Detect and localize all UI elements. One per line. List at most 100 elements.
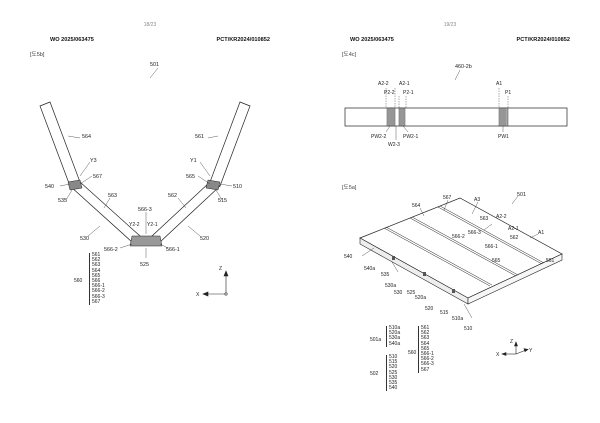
- label-p1: P1: [505, 90, 511, 96]
- label-540a: 540a: [364, 266, 375, 272]
- label-563-5a: 563: [480, 216, 489, 222]
- label-y2-1: Y2-1: [147, 222, 158, 228]
- label-y2-2: Y2-2: [129, 222, 140, 228]
- label-565: 565: [186, 174, 195, 180]
- label-520a: 520a: [415, 295, 426, 301]
- reference-numeral: 566-3: [92, 293, 105, 300]
- reference-numeral: 563: [421, 335, 430, 342]
- label-563: 563: [108, 193, 117, 199]
- label-460-2b: 460-2b: [455, 64, 472, 70]
- label-566-2-5a: 566-2: [452, 234, 465, 240]
- label-562-5a: 562: [510, 235, 519, 241]
- label-p2-2: P2-2: [384, 90, 395, 96]
- label-a1: A1: [496, 81, 502, 87]
- label-567-5a: 567: [443, 195, 452, 201]
- label-a2-2: A2-2: [378, 81, 389, 87]
- application-number: PCT/KR2024/010852: [216, 37, 271, 43]
- label-530: 530: [80, 236, 89, 242]
- label-a3: A3: [474, 197, 480, 203]
- reference-numeral: 535: [389, 380, 398, 387]
- reference-numeral: 566-2: [421, 356, 434, 363]
- legend-prefix-501a: 501a: [370, 337, 382, 343]
- reference-numeral: 520: [389, 364, 398, 371]
- reference-numeral: 540: [389, 385, 398, 392]
- reference-numeral: 510a: [389, 325, 401, 331]
- label-510-5a: 510: [464, 326, 473, 332]
- label-a1-5a: A1: [538, 230, 544, 236]
- reference-numeral: 564: [92, 267, 101, 274]
- publication-number: WO 2025/063475: [50, 37, 94, 43]
- label-pw1: PW1: [498, 134, 509, 140]
- label-540: 540: [45, 184, 54, 190]
- page-number: 19/23: [443, 22, 457, 28]
- reference-numeral: 566-2: [92, 288, 105, 295]
- reference-numeral: 564: [421, 340, 430, 347]
- label-530-5a: 530: [394, 290, 403, 296]
- label-y3: Y3: [90, 158, 97, 164]
- publication-number: WO 2025/063475: [350, 37, 394, 43]
- reference-numeral: 561: [92, 252, 101, 258]
- reference-numeral: 567: [92, 298, 101, 305]
- label-564-5a: 564: [412, 203, 421, 209]
- label-501-5a: 501: [517, 192, 526, 198]
- label-pw2-1: PW2-1: [403, 134, 419, 140]
- label-y1: Y1: [190, 158, 197, 164]
- label-566-2: 566-2: [104, 247, 118, 253]
- reference-numeral: 565: [92, 272, 101, 279]
- label-520: 520: [200, 236, 209, 242]
- label-510: 510: [233, 184, 242, 190]
- label-w2-3: W2-3: [388, 142, 400, 148]
- label-501: 501: [150, 62, 159, 68]
- reference-numeral: 510: [389, 354, 398, 360]
- figure-4c-label: [도4c]: [342, 52, 357, 58]
- label-561-5a: 561: [546, 258, 555, 264]
- reference-numeral: 515: [389, 359, 398, 366]
- label-p2-1: P2-1: [403, 90, 414, 96]
- reference-numeral: 530: [389, 374, 398, 381]
- label-535-5a: 535: [381, 272, 390, 278]
- label-a2-1: A2-1: [399, 81, 410, 87]
- label-530a: 530a: [385, 283, 396, 289]
- label-515-5a: 515: [440, 310, 449, 316]
- reference-numeral: 566-3: [421, 361, 434, 368]
- reference-numeral: 520a: [389, 330, 401, 337]
- page-number: 18/23: [143, 22, 157, 28]
- axis-y-5a: Y: [529, 348, 533, 354]
- label-564: 564: [82, 134, 91, 140]
- label-566-1-5a: 566-1: [485, 244, 498, 250]
- label-562: 562: [168, 193, 177, 199]
- label-a2-2-5a: A2-2: [496, 214, 507, 220]
- label-566-1: 566-1: [166, 247, 180, 253]
- reference-numeral: 567: [421, 366, 430, 373]
- reference-numeral: 566: [92, 278, 101, 285]
- label-520-5a: 520: [425, 306, 434, 312]
- figures-4c-5a-drawing: 460-2b A2-2 A2-1 P2-2 P2-1 A1 P1 PW2-2 P…: [344, 64, 568, 358]
- label-pw2-2: PW2-2: [371, 134, 387, 140]
- axis-x: X: [196, 292, 200, 298]
- label-566-3: 566-3: [138, 207, 152, 213]
- reference-numeral: 562: [421, 330, 430, 337]
- figure-5a-label: [도5a]: [342, 185, 357, 191]
- figure-5b-drawing: 501 564 561 Y3 Y1 567 565 540 510 535 51…: [39, 62, 251, 298]
- label-a2-1-5a: A2-1: [508, 226, 519, 232]
- reference-numeral: 540a: [389, 340, 401, 347]
- reference-numeral: 562: [92, 257, 101, 264]
- reference-numeral: 565: [421, 345, 430, 352]
- figure-label: [도5b]: [30, 52, 45, 58]
- label-535: 535: [58, 198, 67, 204]
- right-drawing-page: 19/23 WO 2025/063475 PCT/KR2024/010852 […: [300, 0, 600, 423]
- application-number: PCT/KR2024/010852: [516, 37, 571, 43]
- label-566-3-5a: 566-3: [468, 230, 481, 236]
- reference-numeral: 563: [92, 262, 101, 269]
- legend-prefix-560-5a: 560: [408, 350, 417, 356]
- axis-z-5a: Z: [510, 339, 513, 345]
- label-565-5a: 565: [492, 258, 501, 264]
- legend-prefix-560: 560: [74, 278, 83, 284]
- label-540-5a: 540: [344, 254, 353, 260]
- reference-numeral: 530a: [389, 335, 401, 342]
- label-510a: 510a: [452, 316, 463, 322]
